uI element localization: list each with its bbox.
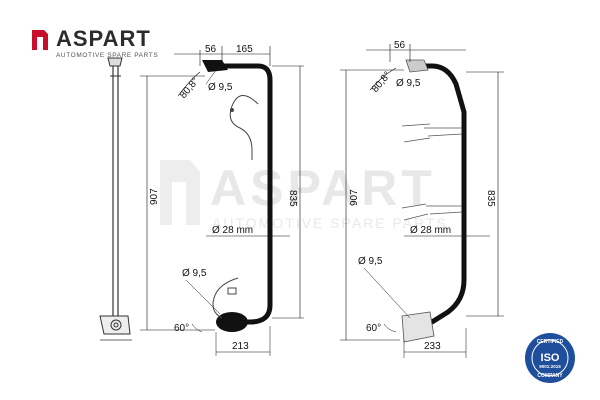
left-dim-56: 56 — [205, 44, 217, 55]
left-height-835: 835 — [287, 190, 298, 207]
right-dim-56: 56 — [394, 40, 406, 51]
left-angle-top: 80,8° — [178, 76, 202, 101]
watermark-logo-icon — [160, 160, 200, 225]
right-bottom-mount — [401, 311, 435, 343]
left-width-213: 213 — [232, 341, 249, 352]
brand-tagline: AUTOMOTIVE SPARE PARTS — [56, 52, 159, 59]
brand-name: ASPART — [56, 26, 151, 51]
right-tube-dia: Ø 28 mm — [410, 225, 451, 236]
left-dia-bottom: Ø 9,5 — [182, 268, 207, 279]
right-angle-bottom: 60° — [366, 323, 381, 334]
left-bottom-mount — [216, 312, 248, 332]
iso-bottom-text: COMPANY — [537, 373, 563, 379]
right-mirror-arm: 56 80,8° Ø 9,5 907 835 Ø 28 mm Ø 9,5 60°… — [340, 40, 504, 358]
watermark-name: ASPART — [210, 160, 436, 216]
left-tube-dia: Ø 28 mm — [212, 225, 253, 236]
right-top-mount — [405, 59, 429, 73]
right-width-233: 233 — [424, 341, 441, 352]
left-height-907: 907 — [149, 188, 160, 205]
iso-standard-text: 9001:2015 — [539, 364, 561, 369]
left-dim-165: 165 — [236, 44, 253, 55]
right-height-907: 907 — [349, 189, 360, 206]
left-mirror-arm: 56 165 80,8° Ø 9,5 907 835 Ø 28 mm Ø 9,5… — [140, 44, 304, 356]
right-angle-top: 80,8° — [370, 70, 394, 95]
right-dia-bottom: Ø 9,5 — [358, 256, 383, 267]
right-dia-top: Ø 9,5 — [396, 78, 421, 89]
iso-certified-badge: CERTIFIED ISO 9001:2015 COMPANY — [525, 333, 575, 383]
right-height-835: 835 — [485, 190, 496, 207]
iso-main-text: ISO — [541, 352, 560, 364]
left-dia-top: Ø 9,5 — [208, 82, 233, 93]
left-angle-bottom: 60° — [174, 323, 189, 334]
left-top-mount — [202, 60, 228, 72]
iso-top-text: CERTIFIED — [537, 339, 564, 345]
aspart-logo-icon — [32, 30, 48, 50]
brand-logo: ASPART AUTOMOTIVE SPARE PARTS — [30, 28, 158, 59]
watermark: ASPART AUTOMOTIVE SPARE PARTS — [160, 160, 446, 231]
side-view-mount — [99, 57, 132, 341]
